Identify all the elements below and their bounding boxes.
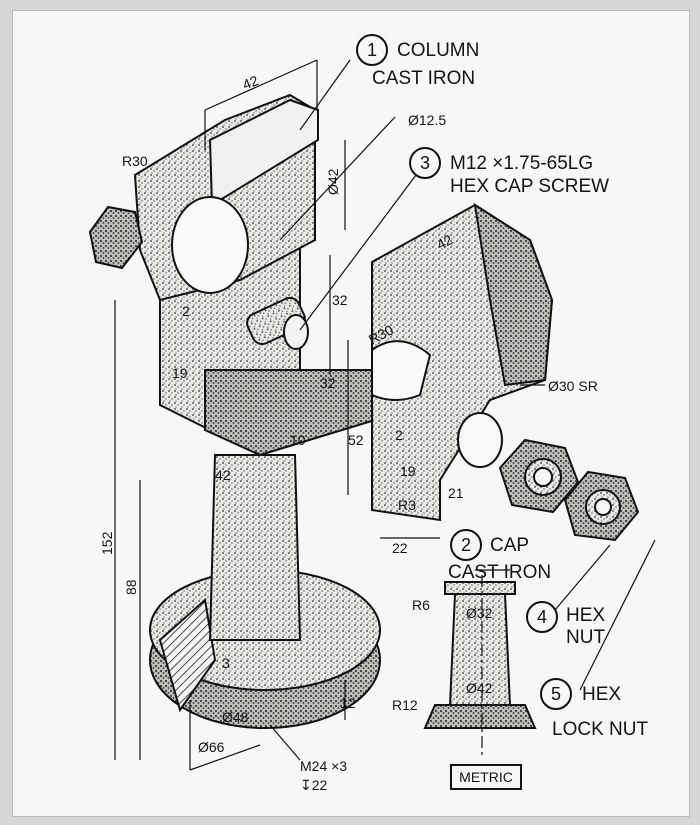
dim-bore-small: Ø12.5 [408, 112, 446, 128]
part-1-material: CAST IRON [372, 68, 475, 89]
part-4-name: HEX [566, 605, 605, 626]
cap-part [371, 202, 554, 522]
cap-screw [88, 205, 309, 350]
part-2-name: CAP [490, 535, 529, 556]
dim-lower-32: 32 [320, 375, 336, 391]
dim-cap-sr: Ø30 SR [548, 378, 598, 394]
cap-profile-view [423, 575, 537, 755]
dim-thread: M24 ×3 [300, 758, 347, 774]
dim-upper-32: 32 [332, 292, 348, 308]
balloon-5-number: 5 [551, 684, 561, 704]
dim-lug-10: 10 [290, 432, 306, 448]
column-top-fin [208, 98, 319, 207]
balloon-3 [409, 147, 441, 179]
balloon-2 [450, 529, 482, 561]
column-bore [171, 196, 249, 294]
dim-cap-52: 52 [348, 432, 364, 448]
dim-height-88: 88 [123, 579, 139, 595]
dim-cap-r3: R3 [398, 497, 416, 513]
part-2-material: CAST IRON [448, 562, 551, 583]
dim-side-42: Ø42 [466, 680, 493, 696]
dim-overall-152: 152 [99, 531, 115, 555]
dim-lug-2: 2 [182, 303, 190, 319]
dim-cap-2: 2 [395, 427, 403, 443]
part-3-material: HEX CAP SCREW [450, 176, 609, 197]
cap-side [473, 202, 554, 387]
profile-base [423, 704, 537, 729]
dim-cap-22: 22 [392, 540, 408, 556]
part-5-name: HEX [582, 684, 621, 705]
dimension-lines [114, 59, 656, 790]
balloon-4-number: 4 [537, 607, 547, 627]
dim-cap-19: 19 [400, 463, 416, 479]
metric-box [450, 764, 522, 790]
balloon-5 [540, 678, 572, 710]
balloon-2-number: 2 [461, 535, 471, 555]
metric-note: METRIC [459, 769, 513, 785]
dim-top-width: 42 [240, 72, 261, 93]
dim-base-3: 3 [222, 655, 230, 671]
column-lug [204, 369, 376, 457]
part-5-material: LOCK NUT [552, 719, 648, 740]
dim-cap-42: 42 [434, 231, 455, 253]
part-3-name: M12 ×1.75-65LG [450, 153, 593, 174]
dim-bore-large: Ø42 [325, 168, 341, 195]
cap-hole [457, 412, 503, 468]
dim-lug-19: 19 [172, 365, 188, 381]
dim-base-48: Ø48 [222, 709, 249, 725]
part-1-name: COLUMN [397, 40, 479, 61]
column-neck [208, 454, 302, 641]
screw-thread [246, 296, 306, 346]
cap-bore [371, 340, 432, 401]
balloon-3-number: 3 [420, 153, 430, 173]
dim-neck-42: 42 [215, 467, 231, 483]
dim-base-66: Ø66 [198, 739, 225, 755]
dim-thread-depth: ↧22 [300, 777, 328, 793]
dim-top-radius: R30 [122, 153, 148, 169]
balloon-1 [356, 34, 388, 66]
column-section-cut [158, 598, 217, 713]
column-part [133, 93, 381, 729]
dim-side-r6: R6 [412, 597, 430, 613]
profile-top [444, 581, 516, 595]
part-4-material: NUT [566, 627, 605, 648]
dim-side-32: Ø32 [466, 605, 493, 621]
part-balloons [356, 34, 572, 710]
screw-head [88, 205, 144, 270]
dim-cap-21: 21 [448, 485, 464, 501]
nuts [498, 438, 640, 542]
balloon-4 [526, 601, 558, 633]
dim-base-12: 12 [340, 695, 356, 711]
dim-side-r12: R12 [392, 697, 418, 713]
balloon-1-number: 1 [367, 40, 377, 60]
